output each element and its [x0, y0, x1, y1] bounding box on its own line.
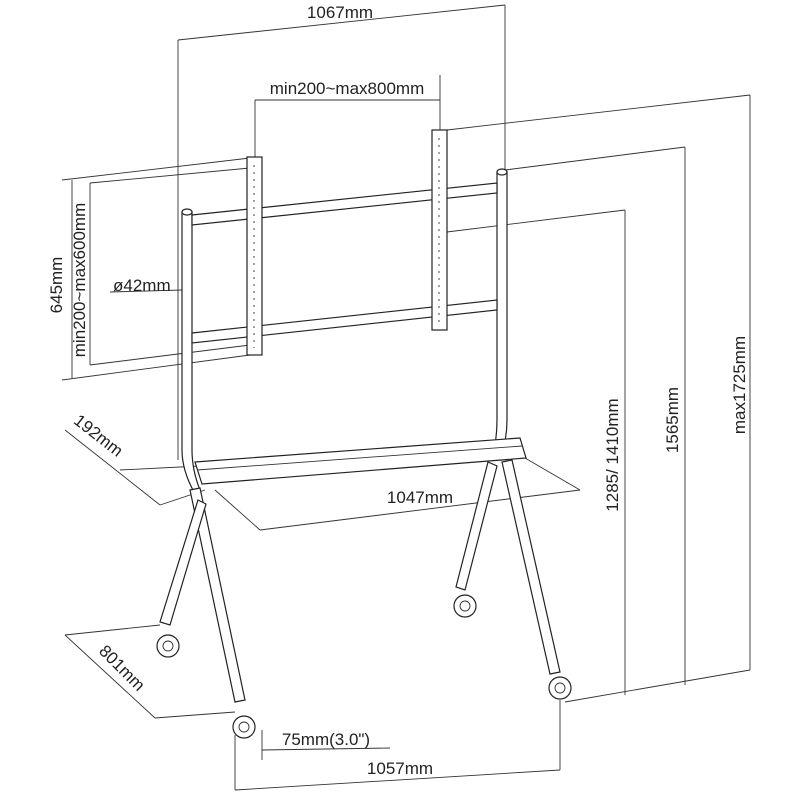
- dim-overall-width: [177, 4, 506, 460]
- label-top-height: 1565mm: [663, 387, 682, 453]
- dim-base: [64, 624, 561, 791]
- label-caster: 75mm(3.0"): [282, 730, 370, 749]
- label-base-depth: 801mm: [95, 641, 149, 695]
- label-shelf-width: 1047mm: [387, 488, 453, 507]
- dim-shelf: [64, 429, 581, 531]
- label-tube-diameter: ø42mm: [113, 276, 171, 295]
- label-max-height: max1725mm: [730, 336, 749, 434]
- legs: [159, 459, 561, 703]
- label-vesa-vertical: min200~max600mm: [70, 203, 89, 358]
- dim-right-heights: [446, 94, 751, 703]
- label-shelf-depth: 192mm: [70, 411, 126, 461]
- dim-left-vertical: [61, 157, 251, 381]
- dim-vesa-horizontal: [254, 75, 441, 158]
- label-overall-width: 1067mm: [307, 3, 373, 22]
- shelf: [194, 437, 527, 485]
- vesa-brackets: [246, 129, 448, 356]
- label-bracket-height: 645mm: [47, 257, 66, 314]
- label-base-width: 1057mm: [367, 759, 433, 778]
- crossbars: [191, 182, 498, 344]
- casters: [156, 594, 572, 739]
- label-vesa-horizontal: min200~max800mm: [270, 79, 425, 98]
- label-center-height: 1285/ 1410mm: [603, 398, 622, 511]
